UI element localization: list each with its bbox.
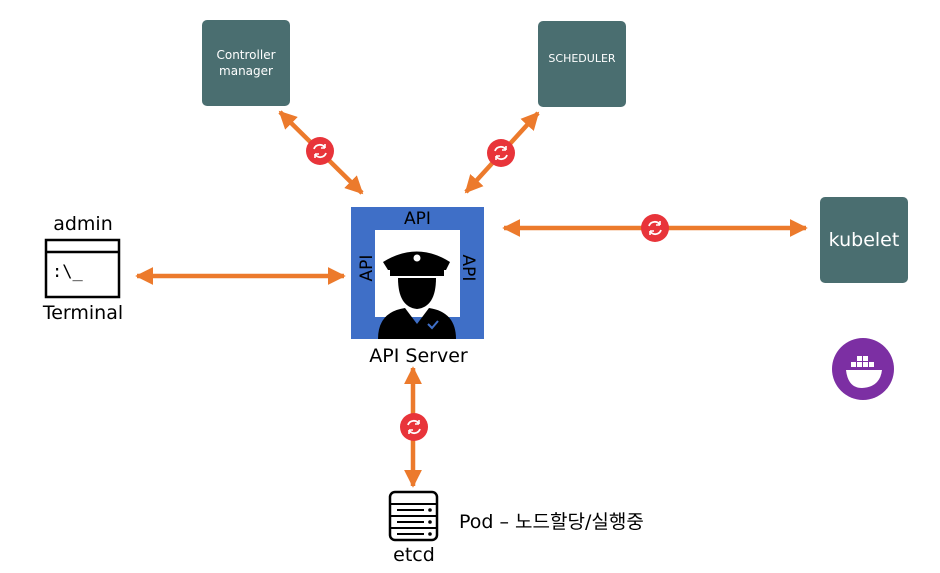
- kubelet-label: kubelet: [828, 229, 900, 251]
- api-server-caption: API Server: [369, 345, 468, 367]
- controller-manager-label-line1: Controller: [216, 48, 276, 62]
- api-top-label: API: [404, 209, 431, 229]
- sync-icon: [400, 413, 428, 441]
- kubelet-node: kubelet: [820, 197, 908, 283]
- sync-icon: [306, 137, 334, 165]
- etcd-caption: etcd: [393, 544, 435, 566]
- api-server-icon: [351, 207, 484, 339]
- server-rack-icon: [388, 490, 439, 542]
- sync-icon: [641, 214, 669, 242]
- terminal-icon: [44, 238, 121, 299]
- police-officer-icon: [378, 251, 456, 339]
- terminal-caption: Terminal: [42, 302, 124, 324]
- sync-icon: [487, 139, 515, 167]
- docker-whale-icon: [832, 338, 894, 400]
- controller-manager-label-line2: manager: [219, 64, 273, 78]
- pod-status-annotation: Pod – 노드할당/실행중: [459, 511, 644, 533]
- scheduler-label: SCHEDULER: [548, 52, 616, 65]
- terminal-title: admin: [53, 213, 113, 235]
- controller-manager-node: Controller manager: [202, 20, 290, 106]
- terminal-prompt: :\_: [52, 262, 83, 282]
- api-right-label: API: [458, 254, 478, 282]
- scheduler-node: SCHEDULER: [538, 21, 626, 107]
- api-left-label: API: [357, 254, 377, 282]
